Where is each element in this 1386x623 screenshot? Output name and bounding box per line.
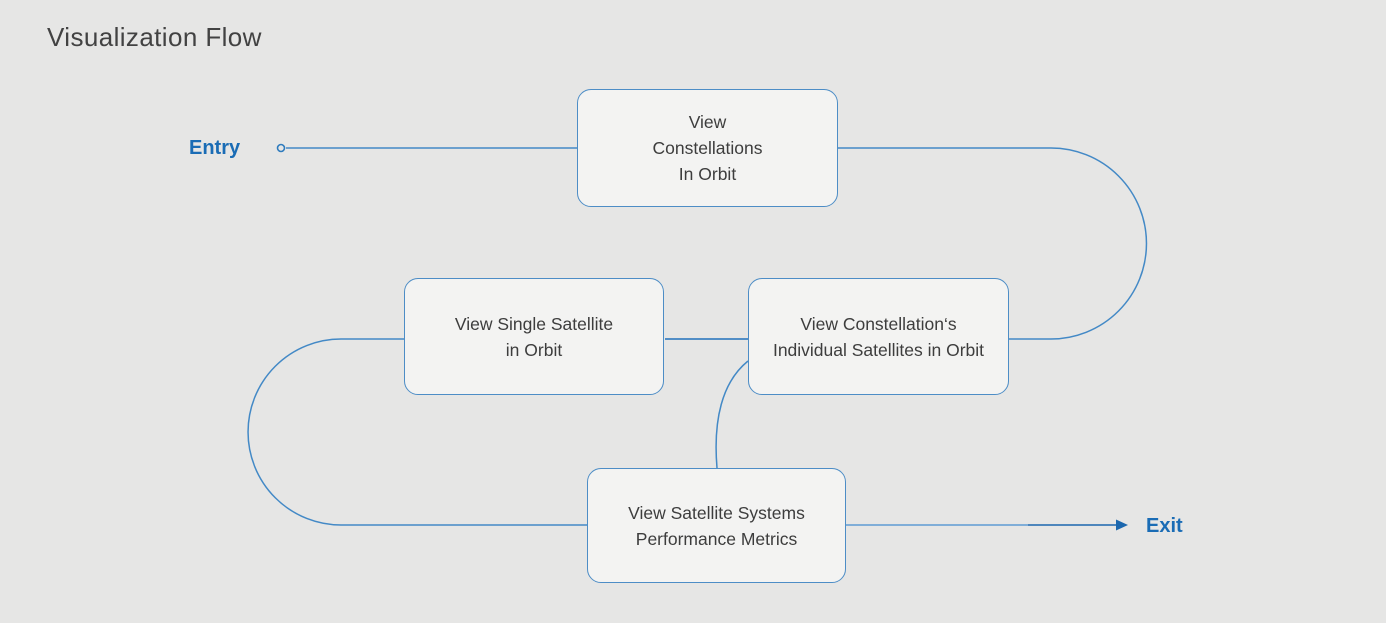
flow-node-view-constellations-individual-satellites: View Constellation‘s Individual Satellit… [748,278,1009,395]
exit-label: Exit [1146,515,1183,537]
flow-node-view-constellations-in-orbit: View Constellations In Orbit [577,89,838,207]
node-label-line: Constellations [652,138,763,158]
node-label-line: In Orbit [678,164,737,184]
page-title: Visualization Flow [47,22,262,52]
node-label-line: View Single Satellite [454,313,614,334]
flow-node-view-satellite-systems-performance-metrics: View Satellite Systems Performance Metri… [587,468,846,583]
node-label-line: View Constellation‘s [800,313,957,334]
node-label-line: in Orbit [505,339,563,360]
node-label-line: View Satellite Systems [628,502,805,523]
entry-label: Entry [189,137,241,159]
curve-connector-line [715,360,749,469]
entry-circle-icon [276,143,286,153]
node-label-line: Individual Satellites in Orbit [772,339,985,360]
node-label-line: View [688,112,727,132]
node-label-line: Performance Metrics [635,528,798,549]
flow-node-view-single-satellite-in-orbit: View Single Satellite in Orbit [404,278,664,395]
exit-arrowhead-icon [1116,519,1128,531]
